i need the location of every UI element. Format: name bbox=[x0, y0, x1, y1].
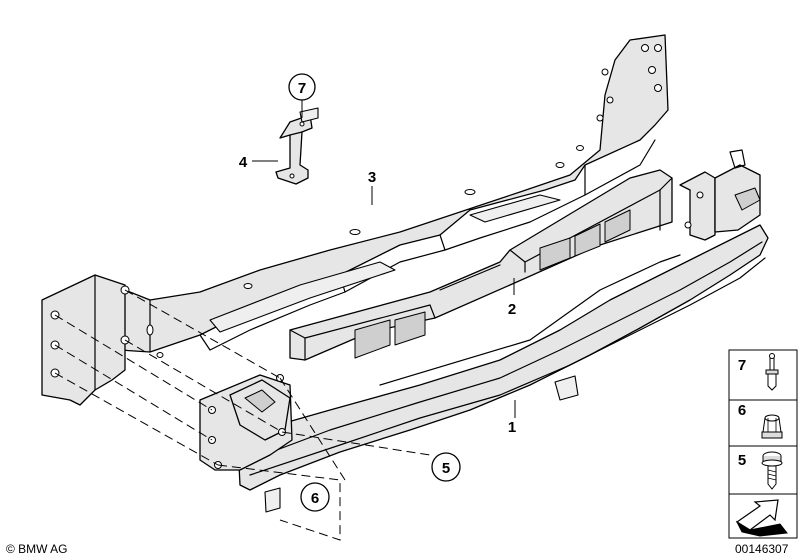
image-number: 00146307 bbox=[735, 542, 789, 556]
callout-label-5: 5 bbox=[442, 460, 450, 477]
legend-label-5: 5 bbox=[738, 452, 746, 469]
legend-item-7: 7 bbox=[738, 353, 779, 391]
callout-label-4: 4 bbox=[239, 154, 248, 171]
callout-label-2: 2 bbox=[508, 301, 516, 318]
callout-label-1: 1 bbox=[508, 419, 516, 436]
callout-5: 5 bbox=[431, 452, 461, 482]
legend-item-6: 6 bbox=[738, 402, 783, 439]
callout-label-7: 7 bbox=[298, 80, 306, 97]
assembly-dashed-lines bbox=[54, 289, 431, 541]
direction-arrow-icon bbox=[735, 499, 788, 537]
bumper-bar-part-1 bbox=[199, 149, 769, 513]
carrier-rail-part-3 bbox=[41, 34, 669, 406]
legend-item-5: 5 bbox=[738, 451, 783, 490]
callout-7: 7 bbox=[288, 73, 316, 101]
callout-leaders bbox=[252, 98, 516, 418]
callout-label-6: 6 bbox=[311, 490, 319, 507]
legend-label-6: 6 bbox=[738, 402, 746, 419]
absorber-part-2 bbox=[289, 169, 681, 386]
legend-label-7: 7 bbox=[738, 357, 746, 374]
blind-rivet-icon bbox=[765, 353, 779, 391]
screw-icon bbox=[761, 451, 783, 490]
copyright-text: © BMW AG bbox=[6, 542, 68, 556]
bracket-part-4 bbox=[275, 107, 319, 185]
callout-6: 6 bbox=[300, 482, 330, 512]
legend-panel: 7 6 5 bbox=[728, 349, 798, 539]
callout-label-3: 3 bbox=[368, 169, 376, 186]
nut-icon bbox=[761, 414, 783, 439]
